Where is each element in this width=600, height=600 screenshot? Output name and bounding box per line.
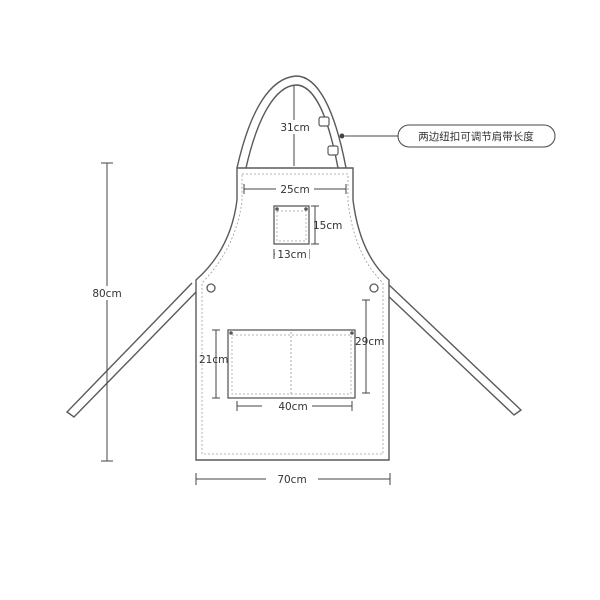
- grommet-icons: [206, 283, 379, 293]
- lower-pocket-height-label: 21cm: [199, 354, 228, 366]
- callout-text: 两边纽扣可调节肩带长度: [418, 130, 534, 143]
- right-waist-tie: [383, 282, 523, 416]
- total-length-label: 80cm: [92, 288, 121, 300]
- adjustable-strap-callout: 两边纽扣可调节肩带长度: [339, 124, 556, 148]
- lower-pocket-width-label: 40cm: [278, 401, 307, 413]
- side-height-label: 29cm: [355, 336, 384, 348]
- chest-pocket: [273, 205, 310, 245]
- chest-pocket-width-label: 13cm: [277, 249, 306, 261]
- total-width-label: 70cm: [277, 474, 306, 486]
- label-masks: [88, 120, 318, 486]
- callout-dot-icon: [339, 133, 345, 139]
- lower-pocket: [227, 329, 356, 399]
- strap-button-icons: [318, 116, 339, 156]
- strap-length-label: 31cm: [280, 122, 309, 134]
- bib-width-label: 25cm: [280, 184, 309, 196]
- left-waist-tie: [65, 282, 197, 418]
- chest-pocket-height-label: 15cm: [313, 220, 342, 232]
